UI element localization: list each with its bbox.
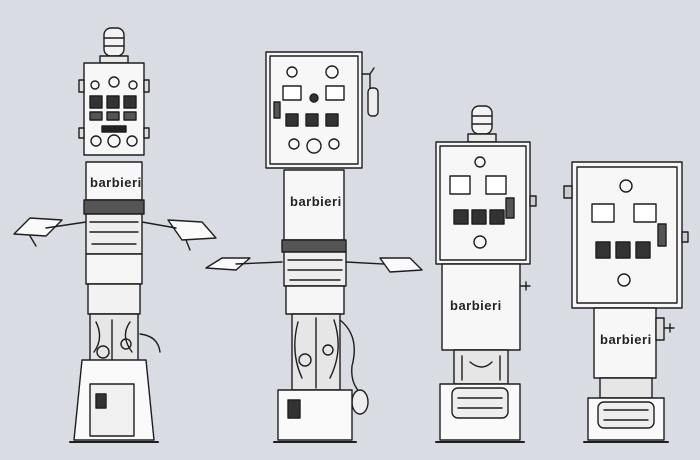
machine-4: barbieri [563, 161, 689, 443]
machine-2: barbieri [205, 51, 423, 443]
beacon-light-icon [99, 27, 129, 64]
column [87, 283, 161, 373]
base [69, 359, 159, 443]
machine-3: barbieri [435, 105, 537, 443]
logo-box: barbieri [441, 263, 531, 351]
control-panel [435, 141, 537, 265]
column [453, 349, 509, 385]
brand-logo: barbieri [290, 194, 342, 209]
base [583, 377, 669, 443]
brand-logo: barbieri [600, 332, 652, 347]
brand-logo: barbieri [90, 175, 142, 190]
control-panel [78, 62, 150, 156]
base [435, 383, 525, 443]
base [273, 389, 357, 443]
side-arms [13, 217, 217, 251]
logo-box: barbieri [593, 307, 675, 379]
brand-logo: barbieri [450, 298, 502, 313]
control-panel [563, 161, 689, 309]
side-arms [205, 257, 423, 273]
beacon-light-icon [467, 105, 497, 143]
control-panel [265, 51, 379, 169]
column [291, 313, 369, 415]
logo-box: barbieri [85, 161, 143, 201]
press-head [281, 239, 347, 315]
machine-1: barbieri [13, 27, 217, 443]
logo-box: barbieri [283, 169, 345, 241]
press-head [83, 199, 145, 285]
